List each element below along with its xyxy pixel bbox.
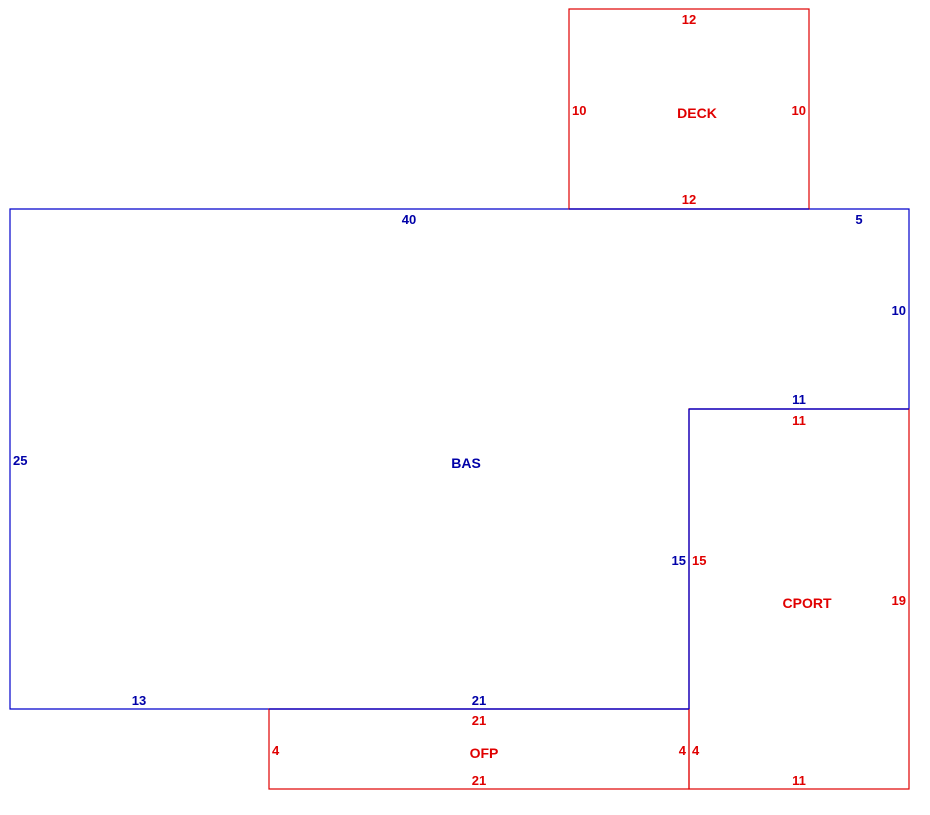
deck-name: DECK xyxy=(677,105,717,121)
ofp-dim-right: 4 xyxy=(679,743,687,758)
bas-dim-notch-left: 15 xyxy=(672,553,686,568)
ofp-dim-bottom: 21 xyxy=(472,773,486,788)
ofp-name: OFP xyxy=(470,745,499,761)
cport-dim-lower-left: 4 xyxy=(692,743,700,758)
deck-dim-left: 10 xyxy=(572,103,586,118)
bas-dim-notch-top: 11 xyxy=(792,392,806,407)
cport-dim-bottom: 11 xyxy=(792,773,806,788)
cport-name: CPORT xyxy=(783,595,832,611)
bas-dim-top-right: 5 xyxy=(855,212,862,227)
bas-dim-right: 10 xyxy=(892,303,906,318)
ofp-dim-left: 4 xyxy=(272,743,280,758)
bas-dim-bottom-left: 13 xyxy=(132,693,146,708)
ofp-dim-top: 21 xyxy=(472,713,486,728)
cport-dim-left: 15 xyxy=(692,553,706,568)
bas-dim-bottom-right: 21 xyxy=(472,693,486,708)
deck-dim-right: 10 xyxy=(792,103,806,118)
deck-dim-bottom: 12 xyxy=(682,192,696,207)
bas-dim-left: 25 xyxy=(13,453,27,468)
cport-dim-top: 11 xyxy=(792,413,806,428)
cport-dim-right: 19 xyxy=(892,593,906,608)
deck-dim-top: 12 xyxy=(682,12,696,27)
bas-name: BAS xyxy=(451,455,481,471)
bas-dim-top-left: 40 xyxy=(402,212,416,227)
